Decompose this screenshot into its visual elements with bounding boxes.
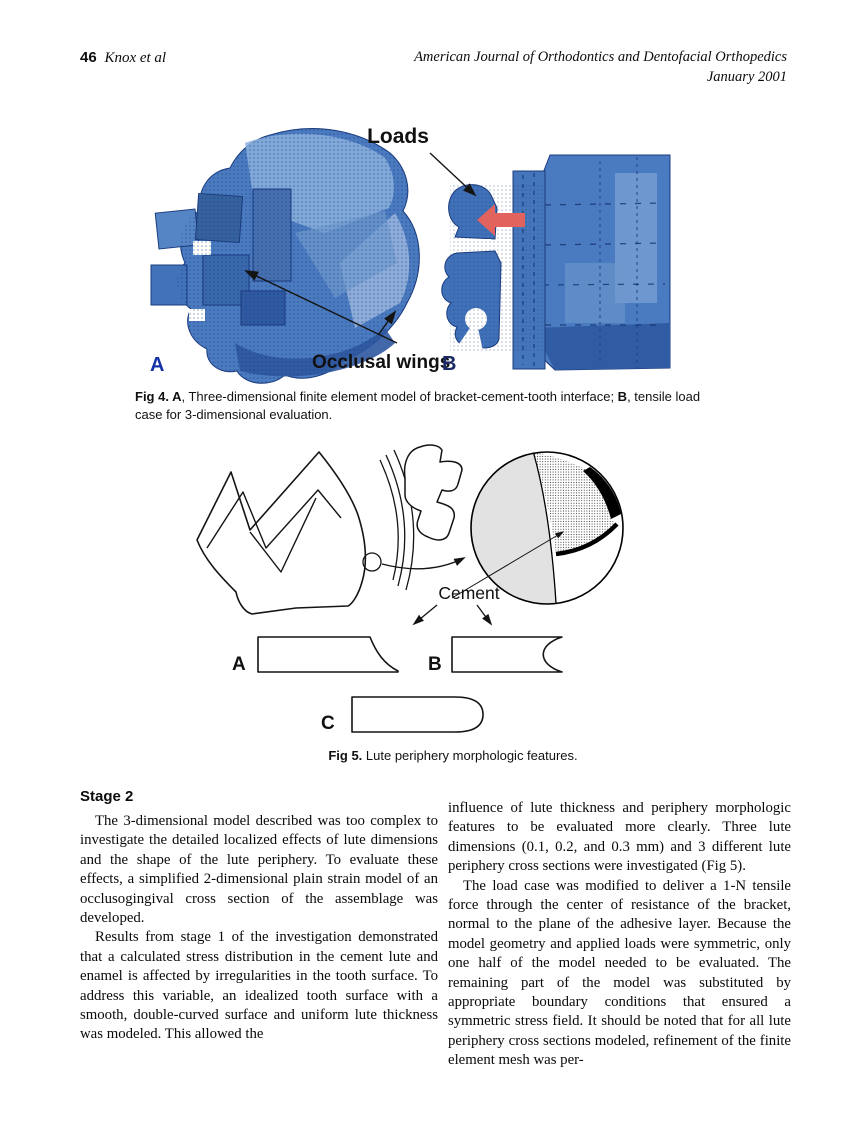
shape-b-label: B [428,654,442,675]
fig5-caption-bold: Fig 5. [328,748,363,763]
journal-title: American Journal of Orthodontics and Den… [414,49,787,65]
cement-arrow-right [476,604,493,626]
lute-cross-sections [257,636,563,733]
cement-detail-circle [451,451,624,605]
shape-c-label: C [321,713,335,734]
magnify-arrow [381,557,466,570]
loads-arrow [429,152,477,197]
occlusal-wings-label: Occlusal wings [312,352,450,373]
cement-leader-line [451,531,565,599]
body-paragraph: The load case was modified to deliver a … [448,877,791,1069]
header-left: 46 Knox et al [80,49,166,67]
running-authors: Knox et al [104,50,167,66]
model-b-load-case [441,154,671,371]
cross-section-b [451,636,563,673]
cement-arrow-left [412,604,438,626]
left-column: The 3-dimensional model described was to… [80,812,438,1045]
loads-label: Loads [367,125,429,148]
fig5-image: Cement A B C [196,444,624,734]
cross-section-c [351,696,484,733]
model-a-label: A [150,354,164,376]
page-number: 46 [80,49,97,66]
header-right: American Journal of Orthodontics and Den… [414,47,787,87]
occlusal-wings-arrow-short [377,310,397,336]
fig4-caption-bold2: B [617,389,628,404]
cement-label: Cement [438,583,499,603]
fig4-caption: Fig 4. A, Three-dimensional finite eleme… [135,389,701,422]
body-paragraph: The 3-dimensional model described was to… [80,813,438,927]
model-b-label: B [442,353,456,375]
fig4-image: Loads Occlusal wings A B [150,125,671,384]
tooth-drawing [196,444,463,615]
fig5-caption: Fig 5. Lute periphery morphologic featur… [328,748,578,763]
fig4-caption-bold1: Fig 4. A [135,389,182,404]
model-a-tooth-bracket [150,128,420,384]
tensile-load-arrow [477,204,525,236]
cross-section-a [257,636,399,673]
body-paragraph: influence of lute thickness and peripher… [448,800,791,875]
occlusal-wings-arrow-long [244,270,398,344]
right-column: influence of lute thickness and peripher… [448,799,791,1071]
section-heading: Stage 2 [80,788,134,805]
shape-a-label: A [232,654,246,675]
body-paragraph: Results from stage 1 of the investigatio… [80,929,438,1043]
journal-date: January 2001 [706,69,787,85]
